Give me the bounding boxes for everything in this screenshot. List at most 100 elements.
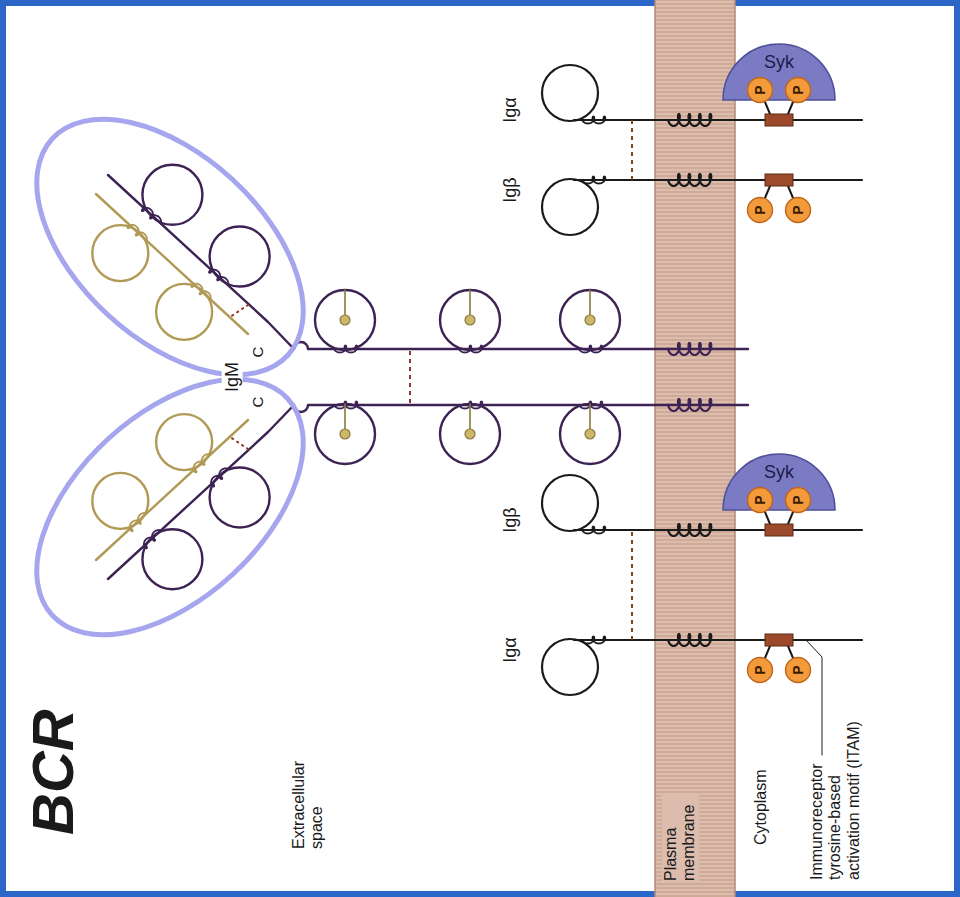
domain-coil [582,637,605,644]
phosphate-circle [748,78,773,103]
phosphate-circle [786,198,811,223]
phosphate-group: P [746,76,774,104]
variable-domain [142,165,202,225]
kinase-dome [723,44,835,100]
syk-kinase: Syk [721,42,837,106]
phosphate-group: P [746,196,774,224]
phosphate-circle [786,658,811,683]
glycan-dot [465,429,475,439]
callout-label: Immunoreceptor tyrosine-based activation… [808,712,863,880]
constant-domain [315,404,375,464]
light-chain [96,194,248,334]
transmembrane-coil [668,634,711,646]
light-domain [156,284,212,340]
phosphate-group: P [784,76,812,104]
ig-domain [542,65,598,121]
phospho-mark: P [752,665,768,674]
variable-domain [210,467,270,527]
heavy-chain [308,348,748,350]
glycan-dot [340,315,350,325]
chain-label: Igβ [500,507,521,532]
phosphate-circle [748,658,773,683]
glycan-dot [465,315,475,325]
frame-border [3,3,957,894]
constant-domain [315,290,375,350]
glycan-dot [585,429,595,439]
domain-coil [582,527,605,534]
signal-chain [574,119,862,121]
phospho-mark: P [752,495,768,504]
terminus-label: C [249,395,266,410]
domain-coil [459,346,482,353]
glycan-stick [469,404,471,429]
ig-domain [542,639,598,695]
highlight-ring [0,71,350,423]
domain-coil [579,346,602,353]
phosphate-group: P [784,196,812,224]
signal-chain [574,639,862,641]
chain-label: Igα [500,637,521,662]
domain-coil [144,530,161,548]
phosphate-circle [786,78,811,103]
transmembrane-coil [668,524,711,536]
phosphate-group: P [784,486,812,514]
itam-box [765,174,793,186]
terminus-label: C [249,345,266,360]
glycan-stick [589,404,591,429]
phospho-mark: P [790,85,806,94]
light-domain [92,225,148,281]
itam-box [765,524,793,536]
phosphate-circle [748,198,773,223]
disulfide-bond [409,351,411,403]
disulfide-bond [230,304,249,317]
transmembrane-coil [668,174,711,186]
constant-domain [440,290,500,350]
constant-domain [440,404,500,464]
phospho-mark: P [790,495,806,504]
phosphate-group: P [784,656,812,684]
signal-chain [574,529,862,531]
domain-coil [193,454,210,472]
membrane-edge [734,0,736,897]
domain-coil [582,117,605,124]
kinase-dome [723,454,835,510]
disulfide-bond [631,120,633,180]
phospho-mark: P [752,205,768,214]
glycan-stick [469,290,471,315]
phosphate-circle [748,488,773,513]
constant-domain [560,290,620,350]
phospho-mark: P [790,205,806,214]
membrane-edge [654,0,656,897]
transmembrane-coil [668,399,711,411]
highlight-ring [0,331,350,683]
domain-coil [334,346,357,353]
itam-box [765,114,793,126]
phosphate-group: P [746,656,774,684]
chain-label: Igα [500,97,521,122]
light-chain [96,420,248,560]
region-label: Cytoplasm [752,769,770,845]
title-label: BCR [20,709,87,835]
leader-line [806,640,822,755]
region-label: Extracellular space [290,739,327,849]
domain-coil [130,513,147,531]
region-label: Plasma membrane [662,795,699,883]
domain-coil [191,284,210,300]
domain-coil [128,225,147,241]
itam-box [765,634,793,646]
glycan-stick [344,290,346,315]
phospho-mark: P [790,665,806,674]
phosphate-circle [786,488,811,513]
heavy-chain [308,404,748,406]
disulfide-bond [230,437,249,450]
signal-chain [574,179,862,181]
constant-domain [560,404,620,464]
receptor-label: IgM [222,360,243,394]
phospho-mark: P [752,85,768,94]
transmembrane-coil [668,343,711,355]
glycan-stick [344,404,346,429]
variable-domain [210,227,270,287]
